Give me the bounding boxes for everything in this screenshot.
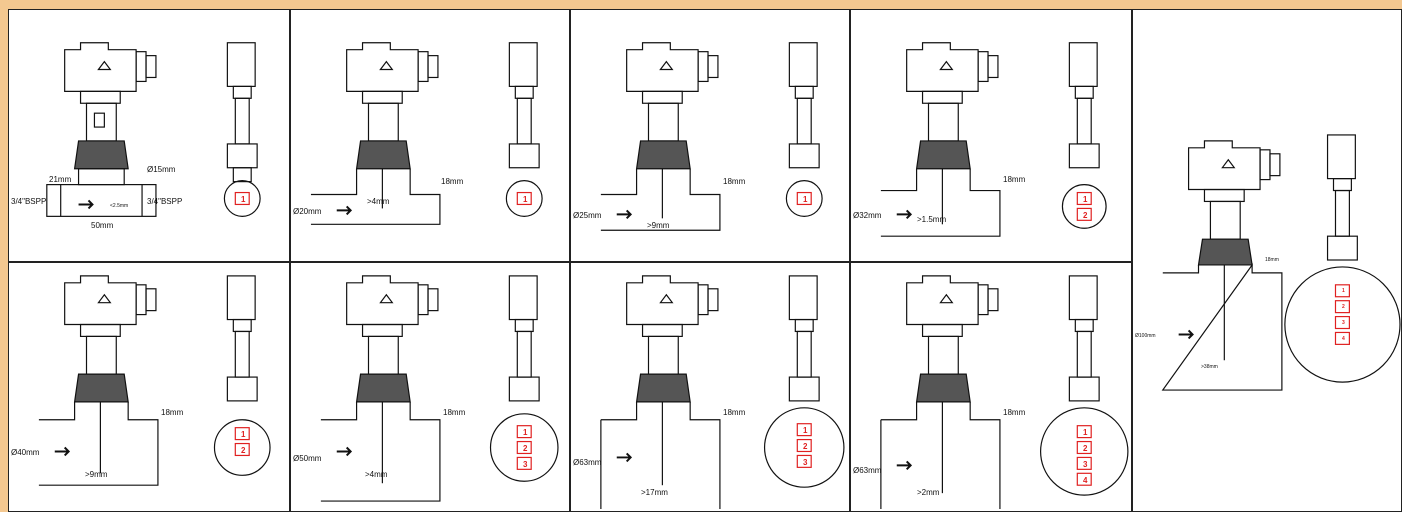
pipe-63b-drawing — [880, 275, 1129, 510]
pipe-40-height: 18mm — [161, 408, 184, 417]
marker-2: 2 — [1083, 211, 1088, 220]
panel-pipe-32: 18mm Ø32mm >1.5mm 1 2 — [850, 9, 1132, 262]
marker-1: 1 — [1083, 428, 1088, 437]
pipe-63b-depth: >2mm — [917, 488, 940, 497]
sensor-tee-drawing — [46, 42, 261, 217]
pipe-40-diameter: Ø40mm — [11, 448, 40, 457]
marker-3: 3 — [523, 460, 528, 469]
pipe-32-depth: >1.5mm — [917, 215, 947, 224]
pipe-50-depth: >4mm — [365, 470, 388, 479]
pipe-32-height: 18mm — [1003, 175, 1026, 184]
marker-4: 4 — [1083, 476, 1088, 485]
marker-3: 3 — [803, 458, 808, 467]
pipe-100-drawing — [1161, 134, 1401, 391]
marker-1: 1 — [1342, 288, 1345, 294]
marker-2: 2 — [523, 444, 528, 453]
panel-pipe-63a: 18mm Ø63mm >17mm 1 2 3 — [570, 262, 850, 512]
pipe-40-depth: >9mm — [85, 470, 108, 479]
pipe-25-height: 18mm — [723, 177, 746, 186]
marker-4: 4 — [1342, 336, 1345, 342]
marker-2: 2 — [1342, 304, 1345, 310]
panel-pipe-100: 18mm Ø100mm >38mm 1 2 3 4 — [1132, 9, 1402, 512]
pipe-32-drawing — [880, 42, 1107, 237]
pipe-63a-drawing — [600, 275, 845, 510]
marker-1: 1 — [1083, 195, 1088, 204]
tee-thread-right: 3/4"BSPP — [147, 197, 183, 206]
tee-dim-bottom: 50mm — [91, 221, 114, 230]
pipe-63b-diameter: Ø63mm — [853, 466, 882, 475]
pipe-100-depth: >38mm — [1201, 364, 1218, 370]
pipe-63a-height: 18mm — [723, 408, 746, 417]
figure-grid: Ø15mm 21mm 3/4"BSPP 3/4"BSPP <2.5mm 50mm… — [8, 9, 1402, 512]
panel-pipe-25: 18mm Ø25mm >9mm 1 — [570, 9, 850, 262]
marker-1: 1 — [523, 195, 528, 204]
pipe-20-depth: >4mm — [367, 197, 390, 206]
marker-1: 1 — [523, 428, 528, 437]
pipe-40-drawing — [38, 275, 271, 486]
pipe-50-diameter: Ø50mm — [293, 454, 322, 463]
tee-dim-left: 21mm — [49, 175, 72, 184]
pipe-20-diameter: Ø20mm — [293, 207, 322, 216]
marker-1: 1 — [803, 426, 808, 435]
pipe-63b-height: 18mm — [1003, 408, 1026, 417]
panel-pipe-20: 18mm Ø20mm >4mm 1 — [290, 9, 570, 262]
panel-pipe-63b: 18mm Ø63mm >2mm 1 2 3 4 — [850, 262, 1132, 512]
pipe-25-diameter: Ø25mm — [573, 211, 602, 220]
marker-2: 2 — [1083, 444, 1088, 453]
pipe-50-drawing — [320, 275, 559, 502]
panel-sensor-tee: Ø15mm 21mm 3/4"BSPP 3/4"BSPP <2.5mm 50mm… — [8, 9, 290, 262]
pipe-20-height: 18mm — [441, 177, 464, 186]
pipe-50-height: 18mm — [443, 408, 466, 417]
pipe-63a-depth: >17mm — [641, 488, 668, 497]
pipe-25-depth: >9mm — [647, 221, 670, 230]
pipe-100-height: 18mm — [1265, 257, 1279, 263]
tee-dim-top-right: Ø15mm — [147, 165, 176, 174]
tee-inner-label: <2.5mm — [110, 203, 129, 209]
marker-1: 1 — [241, 195, 246, 204]
marker-1: 1 — [803, 195, 808, 204]
marker-2: 2 — [803, 442, 808, 451]
pipe-100-diameter: Ø100mm — [1135, 333, 1156, 339]
panel-pipe-50: 18mm Ø50mm >4mm 1 2 3 — [290, 262, 570, 512]
marker-3: 3 — [1342, 320, 1345, 326]
marker-3: 3 — [1083, 460, 1088, 469]
pipe-25-drawing — [600, 42, 823, 231]
marker-1: 1 — [241, 430, 246, 439]
panel-pipe-40: 18mm Ø40mm >9mm 1 2 — [8, 262, 290, 512]
pipe-63a-diameter: Ø63mm — [573, 458, 602, 467]
marker-2: 2 — [241, 446, 246, 455]
pipe-32-diameter: Ø32mm — [853, 211, 882, 220]
pipe-20-drawing — [310, 42, 543, 225]
tee-thread-left: 3/4"BSPP — [11, 197, 47, 206]
